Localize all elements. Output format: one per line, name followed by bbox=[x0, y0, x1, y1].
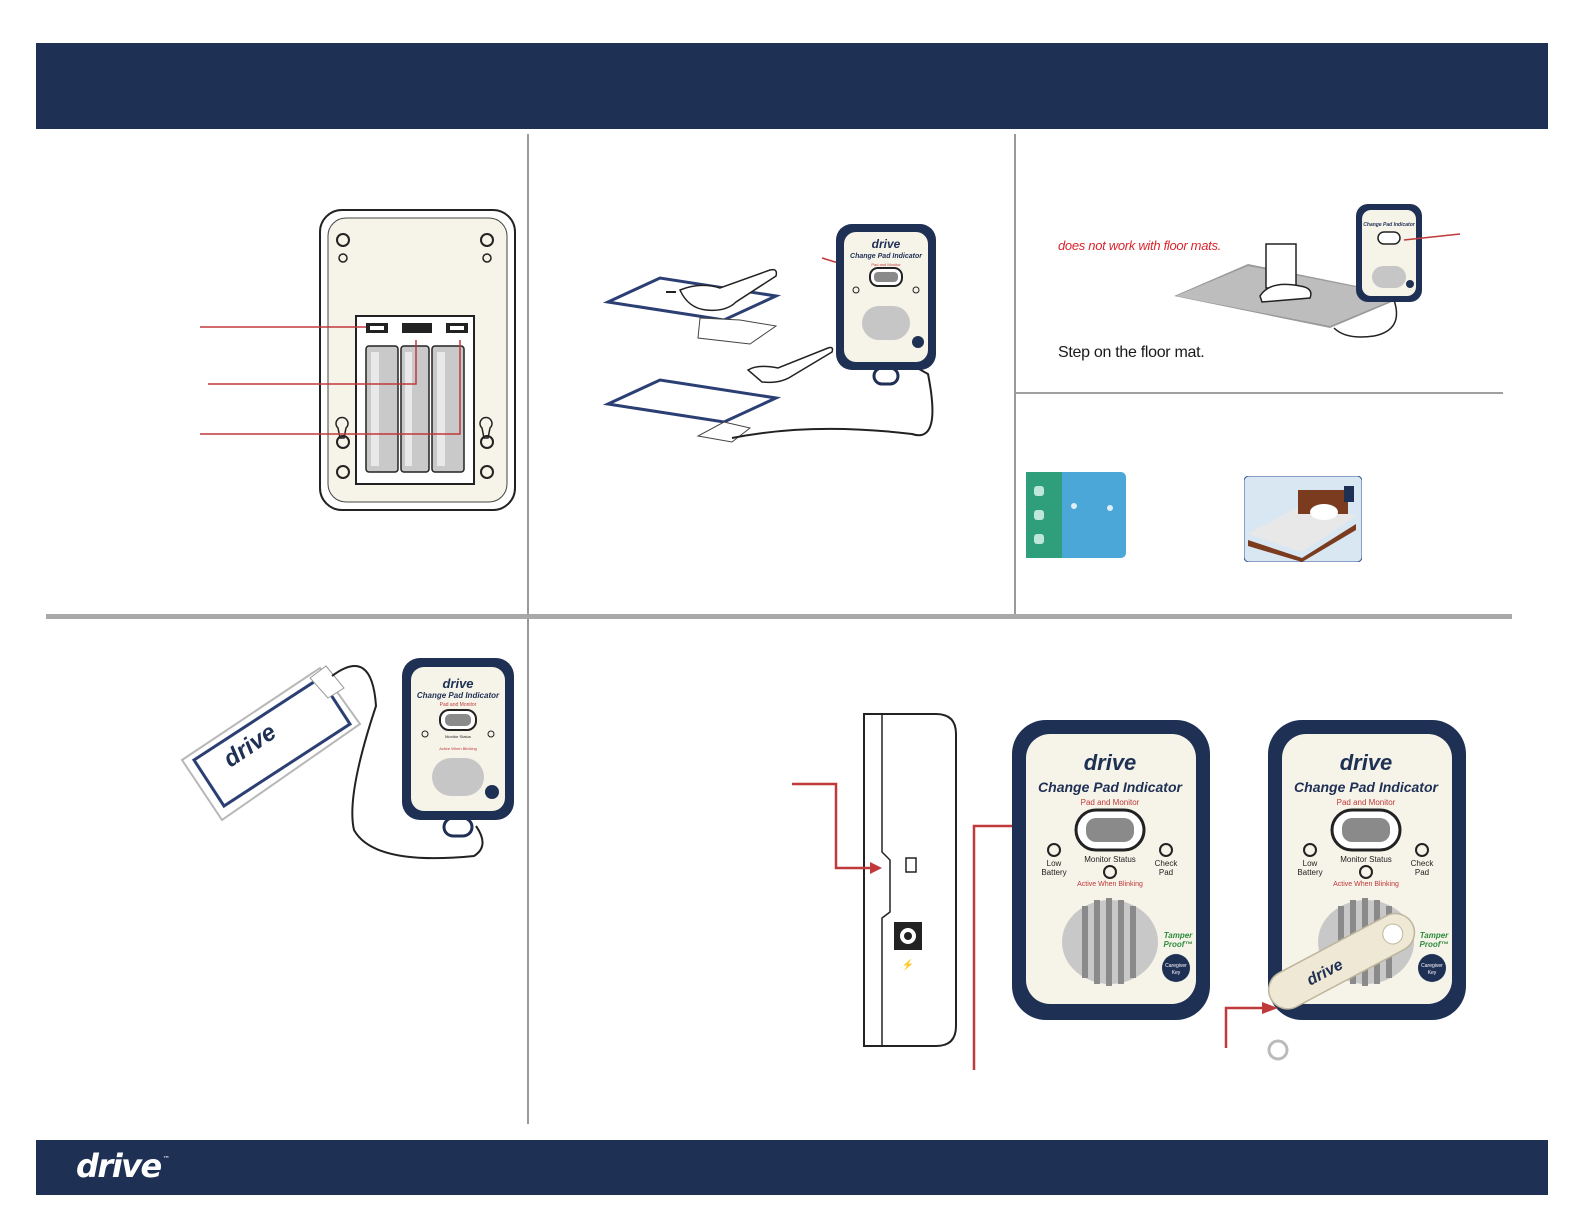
svg-text:drive: drive bbox=[1084, 750, 1137, 775]
svg-text:Monitor Status: Monitor Status bbox=[445, 734, 471, 739]
monitor-device: drive Change Pad Indicator Pad and Monit… bbox=[1012, 720, 1210, 1020]
monitor-front-illustration: drive Change Pad Indicator Pad and Monit… bbox=[972, 720, 1210, 1070]
divider-floor-mat bbox=[1016, 392, 1503, 394]
pad-test-illustration: drive Change Pad Indicator Pad and Monit… bbox=[602, 224, 936, 443]
divider-left bbox=[527, 134, 529, 1124]
bed-mount-photo bbox=[1244, 476, 1362, 562]
header-band bbox=[36, 43, 1548, 129]
svg-text:Check: Check bbox=[1411, 859, 1435, 868]
pad-and-monitor-illustration: drive drive Change Pad Indicator Pad and… bbox=[180, 658, 514, 860]
svg-text:drive: drive bbox=[442, 676, 473, 691]
monitor-with-key-illustration: drive Change Pad Indicator Pad and Monit… bbox=[1224, 720, 1466, 1061]
svg-text:Caregiver: Caregiver bbox=[1165, 963, 1187, 969]
svg-text:Active When Blinking: Active When Blinking bbox=[1333, 881, 1399, 888]
battery-icons bbox=[365, 345, 465, 473]
svg-text:Tamper: Tamper bbox=[1164, 931, 1193, 940]
svg-text:Change Pad Indicator: Change Pad Indicator bbox=[1294, 779, 1439, 795]
monitor-side-view-illustration: ⚡ bbox=[792, 713, 957, 1047]
floor-mat-instruction: Step on the floor mat. bbox=[1058, 344, 1205, 361]
svg-text:Monitor Status: Monitor Status bbox=[1084, 855, 1136, 864]
wall-mount-photo bbox=[1026, 472, 1126, 558]
svg-text:Pad and Monitor: Pad and Monitor bbox=[1081, 798, 1140, 807]
svg-text:Pad and Monitor: Pad and Monitor bbox=[871, 262, 901, 267]
floor-mat-illustration: Change Pad Indicator bbox=[1174, 204, 1461, 338]
svg-text:Pad and Monitor: Pad and Monitor bbox=[1337, 798, 1396, 807]
svg-text:Change Pad Indicator: Change Pad Indicator bbox=[1038, 779, 1183, 795]
svg-text:drive: drive bbox=[1340, 750, 1393, 775]
svg-text:Change Pad Indicator: Change Pad Indicator bbox=[417, 691, 500, 700]
svg-text:Low: Low bbox=[1303, 859, 1318, 868]
svg-text:Check: Check bbox=[1155, 859, 1179, 868]
svg-text:drive: drive bbox=[872, 237, 901, 251]
svg-text:Change Pad Indicator: Change Pad Indicator bbox=[850, 253, 923, 260]
caregiver-key-icon: drive bbox=[1267, 912, 1416, 1010]
svg-text:⚡: ⚡ bbox=[902, 958, 914, 971]
svg-text:Battery: Battery bbox=[1041, 868, 1066, 877]
footer-band bbox=[36, 1140, 1548, 1195]
svg-text:Battery: Battery bbox=[1297, 868, 1322, 877]
svg-text:Pad: Pad bbox=[1415, 868, 1429, 877]
divider-right bbox=[1014, 134, 1016, 614]
svg-text:Pad: Pad bbox=[1159, 868, 1173, 877]
svg-text:Key: Key bbox=[1172, 970, 1181, 976]
svg-text:Low: Low bbox=[1047, 859, 1062, 868]
screw-icons bbox=[336, 233, 494, 479]
floor-mat-warning: does not work with floor mats. bbox=[1058, 238, 1221, 253]
svg-text:Key: Key bbox=[1428, 970, 1437, 976]
svg-text:Proof™: Proof™ bbox=[1420, 940, 1449, 949]
svg-text:Monitor Status: Monitor Status bbox=[1340, 855, 1392, 864]
battery-compartment-illustration bbox=[200, 209, 516, 511]
svg-text:Active When Blinking: Active When Blinking bbox=[1077, 881, 1143, 888]
svg-text:Proof™: Proof™ bbox=[1164, 940, 1193, 949]
svg-text:Pad and Monitor: Pad and Monitor bbox=[440, 702, 477, 708]
svg-text:Active When Blinking: Active When Blinking bbox=[439, 746, 477, 751]
divider-middle bbox=[46, 614, 1512, 619]
svg-text:Change Pad Indicator: Change Pad Indicator bbox=[1363, 222, 1415, 228]
svg-text:Tamper: Tamper bbox=[1420, 931, 1449, 940]
svg-text:Caregiver: Caregiver bbox=[1421, 963, 1443, 969]
